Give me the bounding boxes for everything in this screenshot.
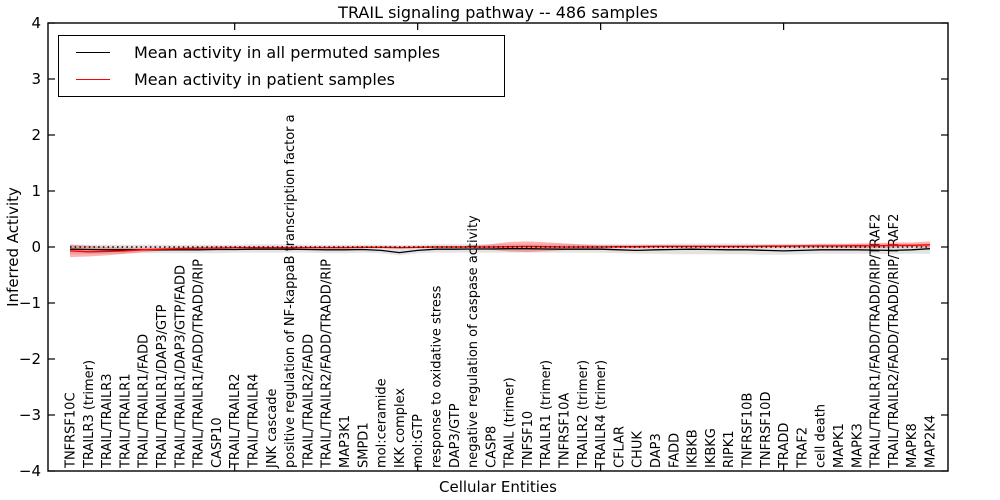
- x-tick-label: TRAF2: [795, 427, 810, 469]
- x-tick-label: TRAILR2 (trimer): [576, 360, 591, 469]
- y-tick-label: 0: [31, 238, 41, 256]
- x-tick-label: MAP2K4: [924, 415, 939, 468]
- x-tick-label: negative regulation of caspase activity: [466, 215, 481, 468]
- y-tick-label: −3: [19, 406, 41, 424]
- x-tick-label: TNFRSF10A: [558, 393, 573, 469]
- x-tick-label: TNFSF10: [521, 411, 536, 469]
- patient-mean-line: [69, 244, 931, 253]
- x-tick-label: TRAIL/TRAILR1/FADD/TRADD/RIP: [192, 259, 207, 469]
- x-tick-label: FADD: [667, 433, 682, 468]
- x-tick-label: TRAILR4 (trimer): [594, 360, 609, 469]
- x-tick-label: TRAIL/TRAILR2/FADD/TRADD/RIP: [320, 259, 335, 469]
- x-tick-label: TNFRSF10B: [741, 393, 756, 469]
- x-tick-label: MAPK8: [905, 423, 920, 468]
- x-tick-label: CASP10: [210, 417, 225, 468]
- y-tick-label: 1: [31, 182, 41, 200]
- x-tick-label: TRAIL/TRAILR1: [118, 373, 133, 469]
- x-tick-label: TNFRSF10C: [64, 392, 79, 469]
- x-tick-label: IKK complex: [393, 388, 408, 468]
- x-tick-label: CHUK: [631, 431, 646, 468]
- x-tick-label: SMPD1: [356, 422, 371, 468]
- x-tick-label: TRAILR1 (trimer): [539, 360, 554, 469]
- legend-item-permuted: Mean activity in all permuted samples: [59, 44, 504, 62]
- x-tick-label: DAP3: [649, 433, 664, 468]
- y-tick-label: 4: [31, 14, 41, 32]
- x-tick-label: TRAILR3 (trimer): [82, 360, 97, 469]
- x-tick-label: TRAIL/TRAILR4: [246, 373, 261, 469]
- x-tick-label: CFLAR: [612, 426, 627, 468]
- x-tick-label: IKBKG: [704, 428, 719, 468]
- x-tick-label: CASP8: [484, 426, 499, 468]
- x-tick-label: TRAIL/TRAILR2/FADD: [301, 334, 316, 469]
- x-tick-label: RIPK1: [722, 430, 737, 468]
- x-tick-label: TRAIL/TRAILR3: [100, 373, 115, 469]
- y-tick-label: 3: [31, 70, 41, 88]
- x-tick-label: MAPK3: [850, 423, 865, 468]
- x-tick-label: TRAIL (trimer): [503, 377, 518, 469]
- y-tick-label: −4: [19, 462, 41, 480]
- x-tick-label: IKBKB: [686, 429, 701, 468]
- legend-line-patient-swatch: [76, 79, 110, 80]
- x-tick-label: TRAIL/TRAILR1/DAP3/GTP: [155, 304, 170, 469]
- x-tick-label: positive regulation of NF-kappaB transcr…: [283, 114, 298, 468]
- x-tick-label: TRAIL/TRAILR2/FADD/TRADD/RIP/TRAF2: [887, 214, 902, 469]
- y-tick-label: 2: [31, 126, 41, 144]
- x-tick-label: TNFRSF10D: [759, 392, 774, 469]
- x-tick-label: DAP3/GTP: [448, 403, 463, 468]
- chart-title: TRAIL signaling pathway -- 486 samples: [338, 3, 658, 22]
- x-tick-label: cell death: [814, 404, 829, 468]
- x-tick-label: TRAIL/TRAILR1/DAP3/GTP/FADD: [173, 265, 188, 469]
- legend-item-patient: Mean activity in patient samples: [59, 71, 504, 89]
- x-tick-label: TRADD: [777, 423, 792, 469]
- x-tick-label: mol:ceramide: [375, 378, 390, 468]
- x-tick-label: TRAIL/TRAILR1/FADD/TRADD/RIP/TRAF2: [869, 214, 884, 469]
- x-tick-label: JNK cascade: [265, 389, 280, 469]
- x-tick-label: MAPK1: [832, 423, 847, 468]
- x-tick-label: mol:GTP: [411, 414, 426, 468]
- x-tick-label: TRAIL/TRAILR2: [228, 373, 243, 469]
- legend: Mean activity in all permuted samples Me…: [58, 35, 505, 97]
- y-tick-label: −2: [19, 350, 41, 368]
- x-axis-title: Cellular Entities: [439, 478, 557, 496]
- y-axis-title: Inferred Activity: [4, 187, 22, 307]
- x-tick-label: response to oxidative stress: [429, 285, 444, 468]
- legend-label-patient: Mean activity in patient samples: [134, 69, 395, 89]
- y-tick-label: −1: [19, 294, 41, 312]
- legend-label-permuted: Mean activity in all permuted samples: [134, 42, 441, 62]
- x-tick-label: TRAIL/TRAILR1/FADD: [137, 334, 152, 469]
- permuted-mean-line: [69, 248, 931, 254]
- x-tick-label: MAP3K1: [338, 415, 353, 468]
- legend-line-permuted-swatch: [76, 52, 110, 53]
